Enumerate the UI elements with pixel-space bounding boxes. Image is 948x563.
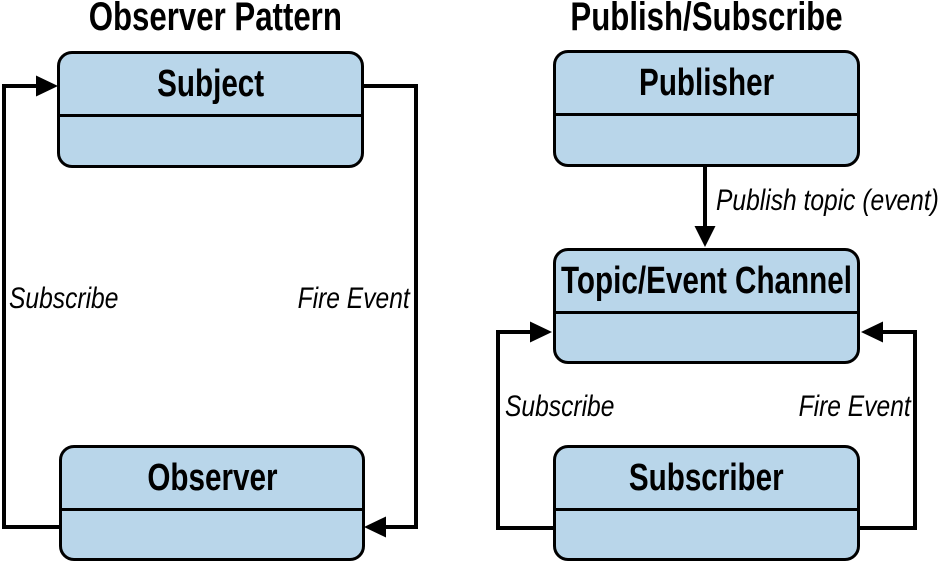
observer-box-body bbox=[62, 511, 362, 558]
pubsub-subscribe-label: Subscribe bbox=[505, 390, 638, 423]
observer-pattern-title-text: Observer Pattern bbox=[88, 0, 342, 39]
topic-event-channel-box-label-section: Topic/Event Channel bbox=[556, 251, 857, 314]
subscriber-box-body bbox=[556, 511, 857, 558]
publisher-box: Publisher bbox=[553, 50, 860, 167]
observer-fire-event-arrowhead-icon bbox=[364, 516, 386, 538]
observer-subscribe-label-text: Subscribe bbox=[9, 282, 119, 315]
observer-box-label: Observer bbox=[146, 457, 278, 499]
observer-subscribe-label: Subscribe bbox=[9, 282, 142, 315]
pubsub-subscribe-connector bbox=[496, 330, 555, 530]
observer-pattern-title: Observer Pattern bbox=[0, 0, 430, 37]
observer-box: Observer bbox=[59, 445, 365, 561]
publisher-box-label-section: Publisher bbox=[556, 53, 857, 116]
pubsub-fire-event-connector bbox=[858, 330, 917, 530]
observer-box-label-section: Observer bbox=[62, 448, 362, 511]
publish-subscribe-title-text: Publish/Subscribe bbox=[569, 0, 843, 39]
observer-subscribe-connector bbox=[2, 84, 61, 529]
subject-box-label: Subject bbox=[156, 63, 265, 105]
publisher-box-label: Publisher bbox=[638, 62, 775, 104]
topic-event-channel-box: Topic/Event Channel bbox=[553, 248, 860, 364]
topic-event-channel-box-body bbox=[556, 314, 857, 361]
subscriber-box-label: Subscriber bbox=[629, 457, 784, 499]
subject-box: Subject bbox=[57, 51, 364, 168]
observer-subscribe-arrowhead-icon bbox=[36, 75, 58, 97]
observer-fire-event-label-text: Fire Event bbox=[297, 282, 410, 315]
observer-fire-event-connector bbox=[362, 84, 418, 529]
publish-subscribe-title: Publish/Subscribe bbox=[482, 0, 930, 37]
pubsub-subscribe-label-text: Subscribe bbox=[505, 390, 615, 423]
observer-fire-event-label: Fire Event bbox=[210, 282, 410, 315]
publisher-box-body bbox=[556, 116, 857, 164]
pubsub-fire-event-arrowhead-icon bbox=[861, 321, 883, 343]
subscriber-box-label-section: Subscriber bbox=[556, 448, 857, 511]
publish-topic-arrowhead-icon bbox=[694, 226, 716, 247]
publish-topic-label: Publish topic (event) bbox=[716, 184, 948, 217]
pubsub-fire-event-label: Fire Event bbox=[711, 390, 911, 423]
publish-topic-label-text: Publish topic (event) bbox=[716, 184, 939, 217]
pubsub-subscribe-arrowhead-icon bbox=[530, 321, 552, 343]
pubsub-fire-event-label-text: Fire Event bbox=[798, 390, 911, 423]
subscriber-box: Subscriber bbox=[553, 445, 860, 561]
subject-box-label-section: Subject bbox=[60, 54, 361, 117]
subject-box-body bbox=[60, 117, 361, 165]
topic-event-channel-box-label: Topic/Event Channel bbox=[561, 260, 852, 302]
